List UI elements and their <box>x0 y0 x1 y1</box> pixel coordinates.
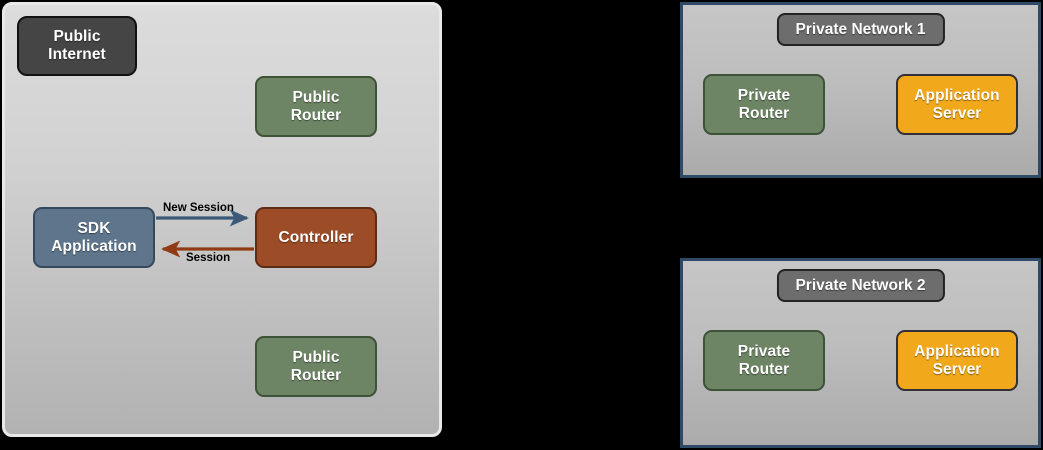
application-server-1-line1: Application <box>914 86 1000 104</box>
session-flow-label: Session <box>186 252 231 264</box>
controller-line1: Controller <box>278 228 354 246</box>
application-server-2-line1: Application <box>914 342 1000 360</box>
private-network-1-title-chip[interactable]: Private Network 1 <box>776 13 945 46</box>
private-router-2-line2: Router <box>738 360 790 378</box>
new-session-flow-label: New Session <box>163 202 234 214</box>
public-internet-panel: Public Internet Public Router SDK Applic… <box>2 2 442 437</box>
public-router-top-node[interactable]: Public Router <box>255 76 377 137</box>
private-router-1-node[interactable]: Private Router <box>703 74 825 135</box>
application-server-2-node[interactable]: Application Server <box>896 330 1018 391</box>
private-router-1-line2: Router <box>738 104 790 122</box>
public-router-top-line2: Router <box>290 106 342 124</box>
sdk-application-node[interactable]: SDK Application <box>33 207 155 268</box>
public-router-bottom-node[interactable]: Public Router <box>255 336 377 397</box>
controller-node[interactable]: Controller <box>255 207 377 268</box>
private-router-1-line1: Private <box>737 86 791 104</box>
application-server-1-node[interactable]: Application Server <box>896 74 1018 135</box>
private-network-2-title-chip[interactable]: Private Network 2 <box>776 269 945 302</box>
public-router-bottom-line1: Public <box>292 348 340 366</box>
public-internet-label-line2: Internet <box>48 46 106 63</box>
sdk-application-line1: SDK <box>77 219 111 237</box>
sdk-application-line2: Application <box>51 237 137 255</box>
application-server-1-line2: Server <box>932 104 982 122</box>
application-server-2-line2: Server <box>932 360 982 378</box>
public-router-bottom-line2: Router <box>290 366 342 384</box>
private-router-2-line1: Private <box>737 342 791 360</box>
private-network-2-panel: Private Network 2 Private Router Applica… <box>680 258 1041 448</box>
private-router-2-node[interactable]: Private Router <box>703 330 825 391</box>
private-network-1-panel: Private Network 1 Private Router Applica… <box>680 2 1041 178</box>
public-router-top-line1: Public <box>292 88 340 106</box>
public-internet-label-box[interactable]: Public Internet <box>17 16 137 76</box>
public-internet-label-line1: Public <box>53 28 101 46</box>
